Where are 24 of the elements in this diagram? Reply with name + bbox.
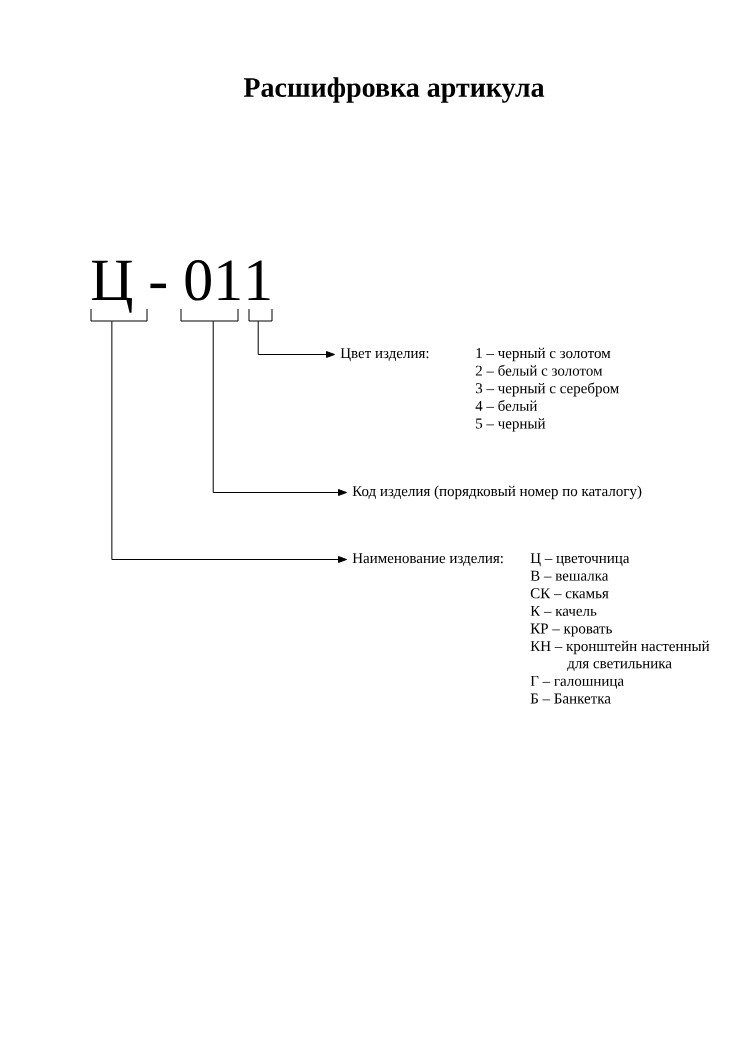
list-item: КН – кронштейн настенный для светильника	[530, 640, 710, 672]
field-label: Наименование изделия:	[352, 553, 503, 566]
title: Расшифровка артикула	[243, 77, 545, 103]
list-item: 4 – белый	[475, 400, 538, 411]
list-item: 2 – белый с золотом	[475, 364, 603, 376]
leader-arrow	[212, 320, 347, 496]
list-item: Б – Банкетка	[530, 693, 611, 704]
list-item: 3 – черный с серебром	[475, 382, 619, 397]
list-item: Ц – цветочница	[530, 553, 630, 567]
leader-arrow	[111, 320, 347, 563]
list-item: В – вешалка	[530, 570, 609, 581]
list-item: СК – скамья	[530, 588, 609, 599]
field-label: Код изделия (порядковый номер по каталогу)	[352, 485, 642, 500]
list-item: 1 – черный с золотом	[476, 347, 611, 362]
code-part: Ц	[91, 260, 132, 313]
code-part: 1	[248, 260, 270, 300]
code-part: 01	[185, 260, 240, 301]
list-item: 5 – черный	[476, 418, 546, 432]
leader-arrow	[257, 320, 335, 358]
field-label: Цвет изделия:	[340, 348, 429, 362]
list-item: Г – галошница	[530, 675, 624, 689]
list-item: КР – кровать	[530, 623, 612, 637]
list-item: К – качель	[530, 605, 597, 616]
code-hyphen: -	[150, 283, 166, 289]
